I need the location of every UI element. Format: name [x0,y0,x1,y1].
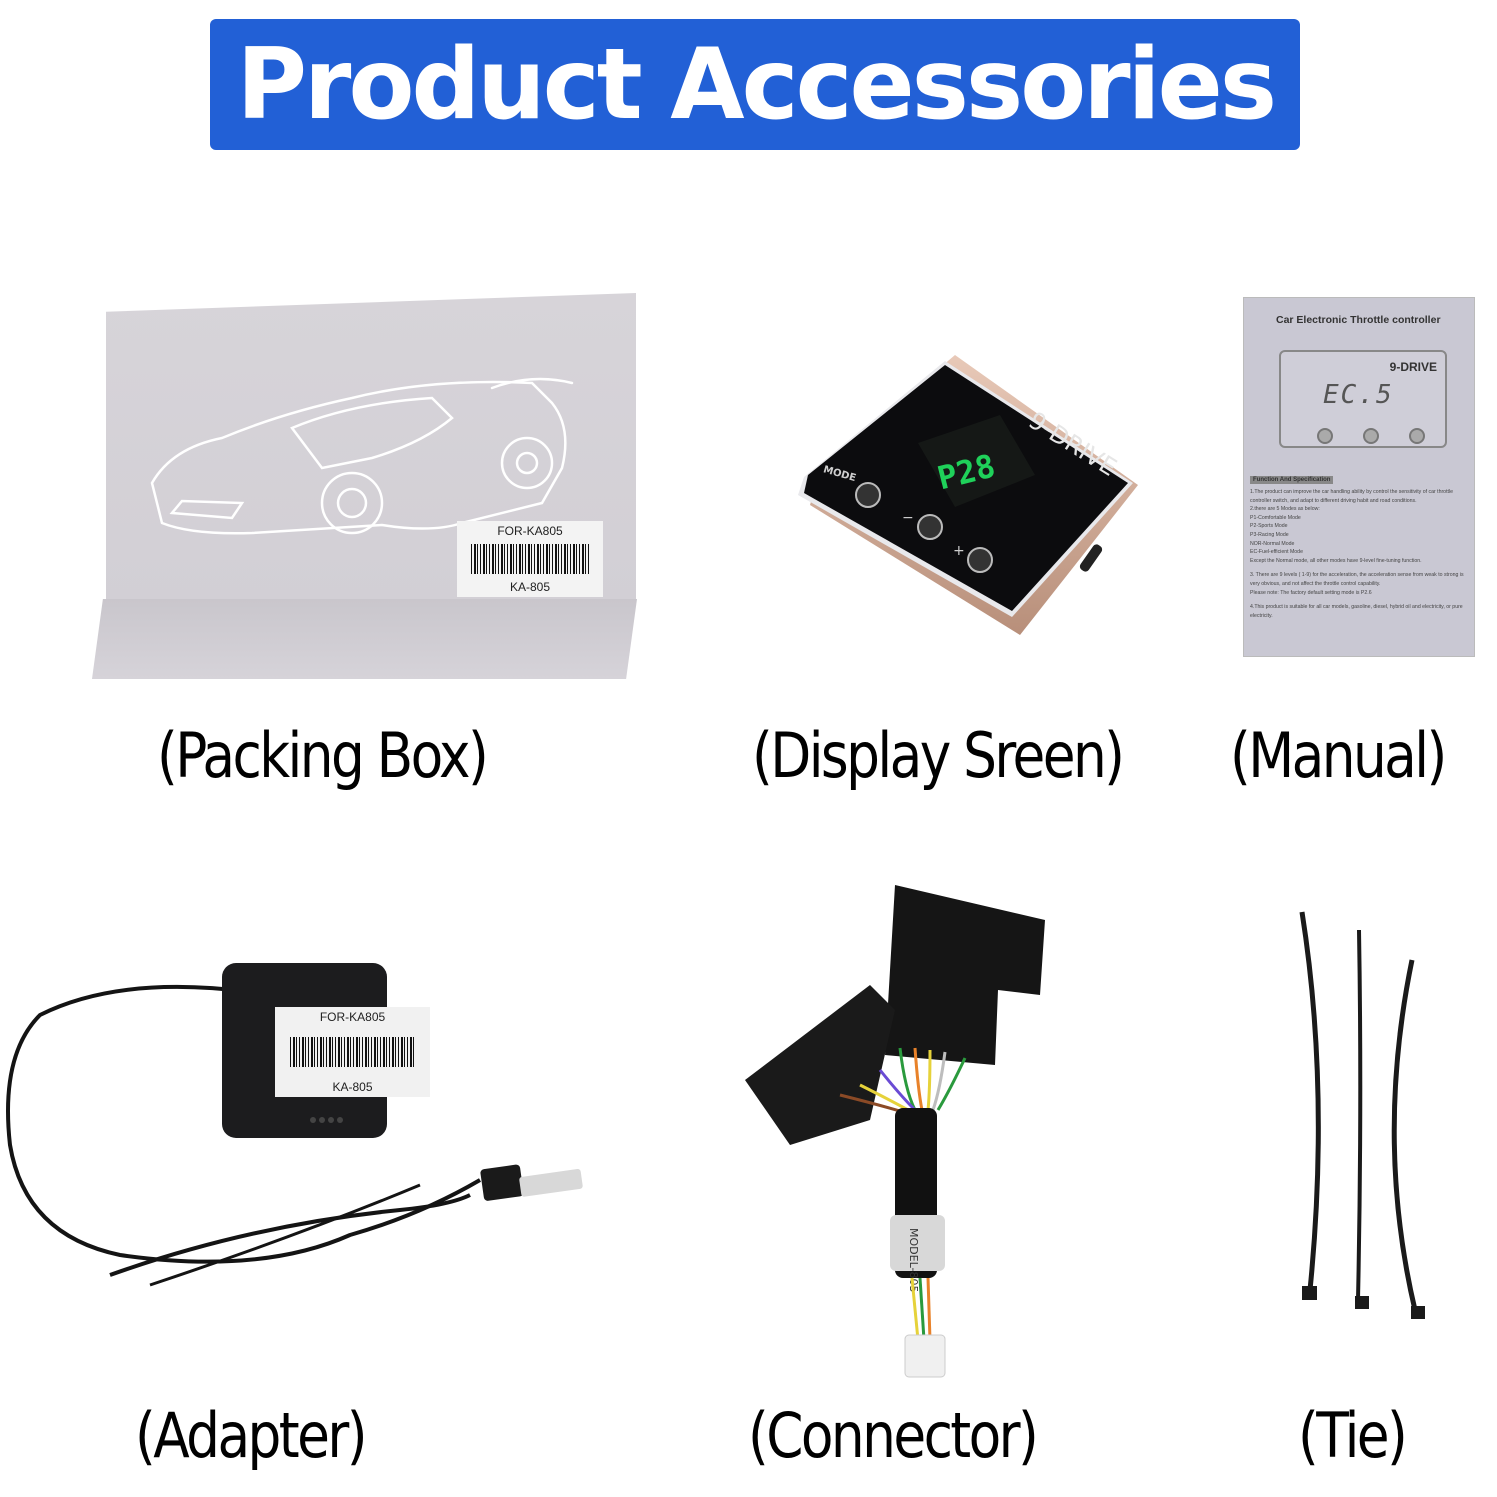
manual-image: Car Electronic Throttle controller 9-DRI… [1243,297,1475,657]
box-side [92,599,637,679]
manual-line: P2-Sports Mode [1250,523,1288,530]
car-outline-icon [150,377,574,535]
caption-connector: (Connector) [748,1399,1039,1472]
display-screen-image: P28 9-DRIVE MODE − + [790,355,1140,640]
barcode-icon [289,1037,416,1067]
box-label-top: FOR-KA805 [497,524,563,538]
adapter-label-top: FOR-KA805 [319,1010,386,1024]
adapter-label-bottom: KA-805 [332,1080,373,1094]
cable-tie-icon [1299,911,1425,1319]
box-label-bottom: KA-805 [509,580,551,594]
manual-section-heading: Function And Specification [1250,476,1334,484]
caption-tie: (Tie) [1298,1399,1408,1472]
throttle-controller-device: P28 9-DRIVE MODE − + [798,355,1138,635]
manual-line: Except the Normal mode, all other modes … [1250,557,1422,564]
adapter-barcode-label: FOR-KA805 KA-805 [275,1007,430,1097]
manual-line: P3-Racing Mode [1250,531,1289,538]
manual-line: 2.there are 5 Modes as below: [1250,506,1320,513]
manual-line: P1-Comfortable Mode [1250,514,1301,521]
manual-line: 3. There are 9 levels ( 1-9) for the acc… [1250,572,1464,587]
caption-display-screen: (Display Sreen) [752,719,1125,792]
manual-line: Please note: The factory default setting… [1250,589,1372,596]
caption-adapter: (Adapter) [135,1399,368,1472]
manual-brand: 9-DRIVE [1389,360,1437,374]
adapter-cable-icon [6,963,583,1287]
caption-packing-box: (Packing Box) [157,719,489,792]
minus-label: − [902,510,914,526]
manual-line: EC-Fuel-efficient Mode [1250,549,1303,556]
adapter-image: FOR-KA805 KA-805 [0,955,600,1295]
connector-sleeve-text: MODEL-805 [907,1228,920,1292]
manual-display-value: EC.5 [1323,380,1394,410]
manual-title: Car Electronic Throttle controller [1276,314,1441,326]
manual-line: 4.This product is suitable for all car m… [1250,604,1463,619]
cable-ties-image [1280,890,1440,1340]
manual-body: 1.The product can improve the car handli… [1250,488,1470,620]
box-barcode-label: FOR-KA805 KA-805 [457,521,603,597]
caption-manual: (Manual) [1230,719,1447,792]
mode-button-icon [1317,428,1333,444]
manual-line: NOR-Normal Mode [1250,540,1295,547]
packing-box-image: FOR-KA805 KA-805 [92,293,637,681]
manual-line: 1.The product can improve the car handli… [1250,489,1453,504]
manual-device-illustration: 9-DRIVE EC.5 [1279,350,1447,448]
connector-image: MODEL-805 [740,880,1060,1400]
page-title: Product Accessories [236,27,1276,142]
barcode-icon [471,544,589,574]
minus-button-icon [1363,428,1379,444]
wiring-harness-icon: MODEL-805 [745,885,1045,1378]
plus-button-icon [1409,428,1425,444]
title-banner: Product Accessories [210,19,1300,150]
plus-label: + [953,543,965,559]
